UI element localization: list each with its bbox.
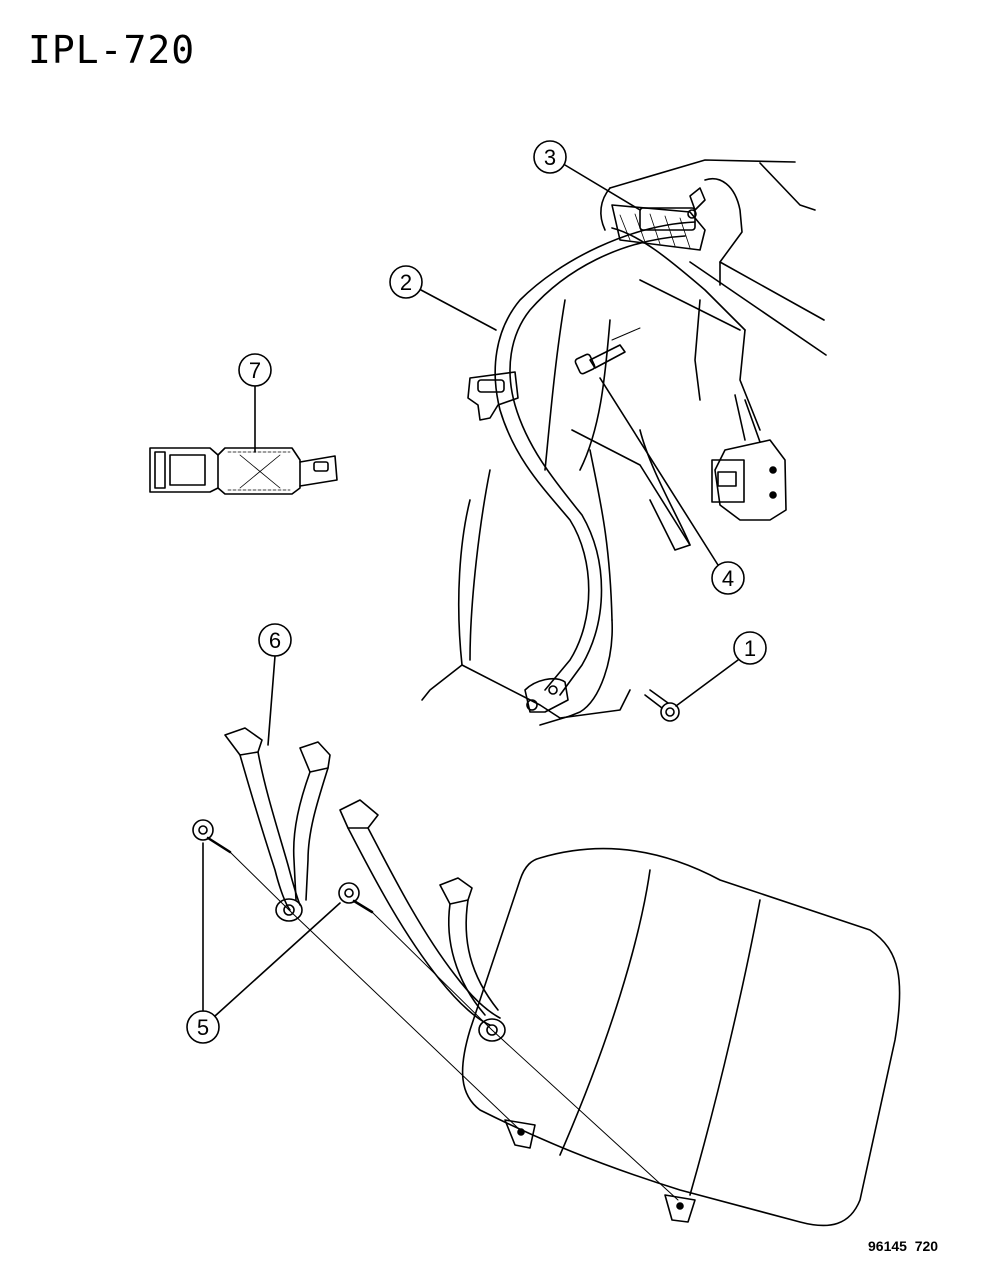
shoulder-belt [467,221,696,713]
belt-extender [149,447,338,495]
callout-3: 3 [533,140,641,211]
callout-1: 1 [675,631,767,707]
page-title: IPL-720 [28,28,196,72]
callout-7-label: 7 [249,358,261,383]
seat-cushion [461,847,901,1227]
callout-7: 7 [238,353,272,453]
callout-2: 2 [389,265,497,331]
callout-6-label: 6 [269,628,281,653]
belt-guide [611,187,706,251]
anchor-bolt [574,327,641,375]
screws [192,819,374,914]
assembly-lines [229,851,679,1201]
callout-2-label: 2 [400,270,412,295]
callout-6: 6 [258,623,292,746]
callout-4: 4 [599,377,745,595]
drawing-number: 96145 720 [868,1238,939,1254]
callout-1-label: 1 [744,636,756,661]
callout-3-label: 3 [544,145,556,170]
quarter-trim-panel [421,159,827,726]
callout-5-label: 5 [197,1015,209,1040]
callout-4-label: 4 [722,566,734,591]
callout-5: 5 [186,842,341,1044]
lower-bolt [644,689,680,722]
buckle-straps [224,727,506,1042]
